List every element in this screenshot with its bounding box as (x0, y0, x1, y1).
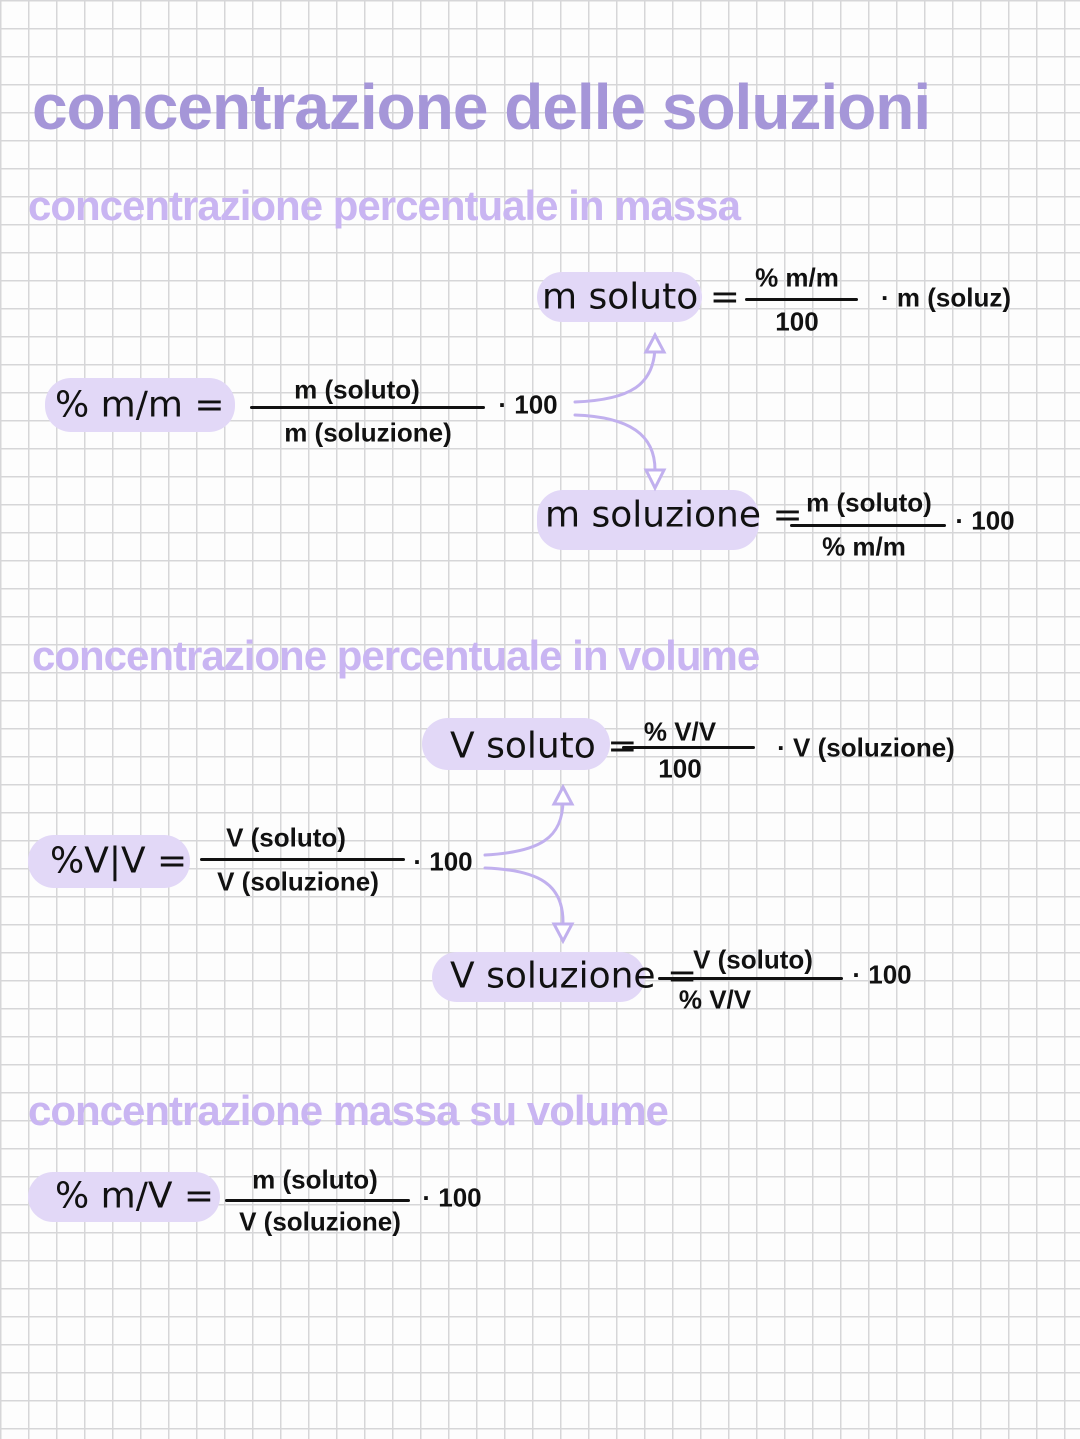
fraction-bar (622, 746, 755, 749)
highlight (537, 490, 759, 550)
highlight (28, 835, 190, 888)
fraction-bar (200, 858, 405, 861)
arrow-down-mass (573, 413, 657, 472)
page-title: concentrazione delle soluzioni (32, 71, 931, 143)
denominator: % m/m (822, 531, 906, 562)
denominator: 100 (775, 306, 819, 337)
heading-volume-percent: concentrazione percentuale in volume (32, 632, 760, 679)
numerator: m (soluto) (294, 374, 420, 405)
denominator: m (soluzione) (284, 417, 452, 448)
numerator: % V/V (643, 716, 717, 747)
arrow-head-down-icon (551, 922, 575, 945)
heading-mass-percent: concentrazione percentuale in massa (28, 182, 741, 229)
highlight (432, 952, 645, 1002)
arrow-head-up-icon (551, 783, 575, 806)
fraction-bar (745, 298, 858, 301)
arrow-head-down-icon (643, 468, 667, 492)
numerator: V (soluto) (693, 944, 813, 975)
arrow-down-volume (483, 866, 565, 924)
arrow-up-mass (573, 343, 657, 404)
denominator: V (soluzione) (217, 866, 379, 897)
denominator: 100 (658, 753, 702, 784)
multiplier: · 100 (955, 505, 1015, 536)
multiplier: · 100 (422, 1182, 482, 1213)
multiplier: · 100 (413, 846, 473, 877)
fraction-bar (658, 977, 843, 980)
multiplier: · 100 (498, 389, 558, 420)
numerator: m (soluto) (806, 487, 932, 518)
denominator: V (soluzione) (239, 1206, 401, 1237)
multiplier: · m (soluz) (881, 282, 1011, 313)
formula-lhs: V soluto = (450, 725, 638, 767)
arrow-up-volume (483, 798, 565, 857)
fraction-bar (790, 524, 946, 527)
formula-lhs: % m/m = (55, 384, 225, 426)
formula-lhs: m soluzione = (545, 494, 803, 536)
denominator: % V/V (678, 984, 752, 1015)
fraction-bar (250, 406, 485, 409)
highlight (28, 1172, 220, 1222)
highlight (45, 378, 235, 432)
numerator: V (soluto) (226, 822, 346, 853)
highlight (422, 718, 610, 770)
formula-lhs: %V|V = (50, 840, 188, 882)
multiplier: · V (soluzione) (777, 732, 955, 763)
formula-lhs: % m/V = (55, 1175, 215, 1217)
formula-lhs: V soluzione = (450, 955, 698, 997)
heading-mass-volume: concentrazione massa su volume (28, 1087, 669, 1134)
multiplier: · 100 (852, 959, 912, 990)
formula-lhs: m soluto = (542, 276, 740, 318)
fraction-bar (225, 1199, 410, 1202)
numerator: % m/m (755, 262, 839, 293)
arrow-head-up-icon (643, 331, 667, 354)
highlight (537, 272, 702, 322)
numerator: m (soluto) (252, 1164, 378, 1195)
